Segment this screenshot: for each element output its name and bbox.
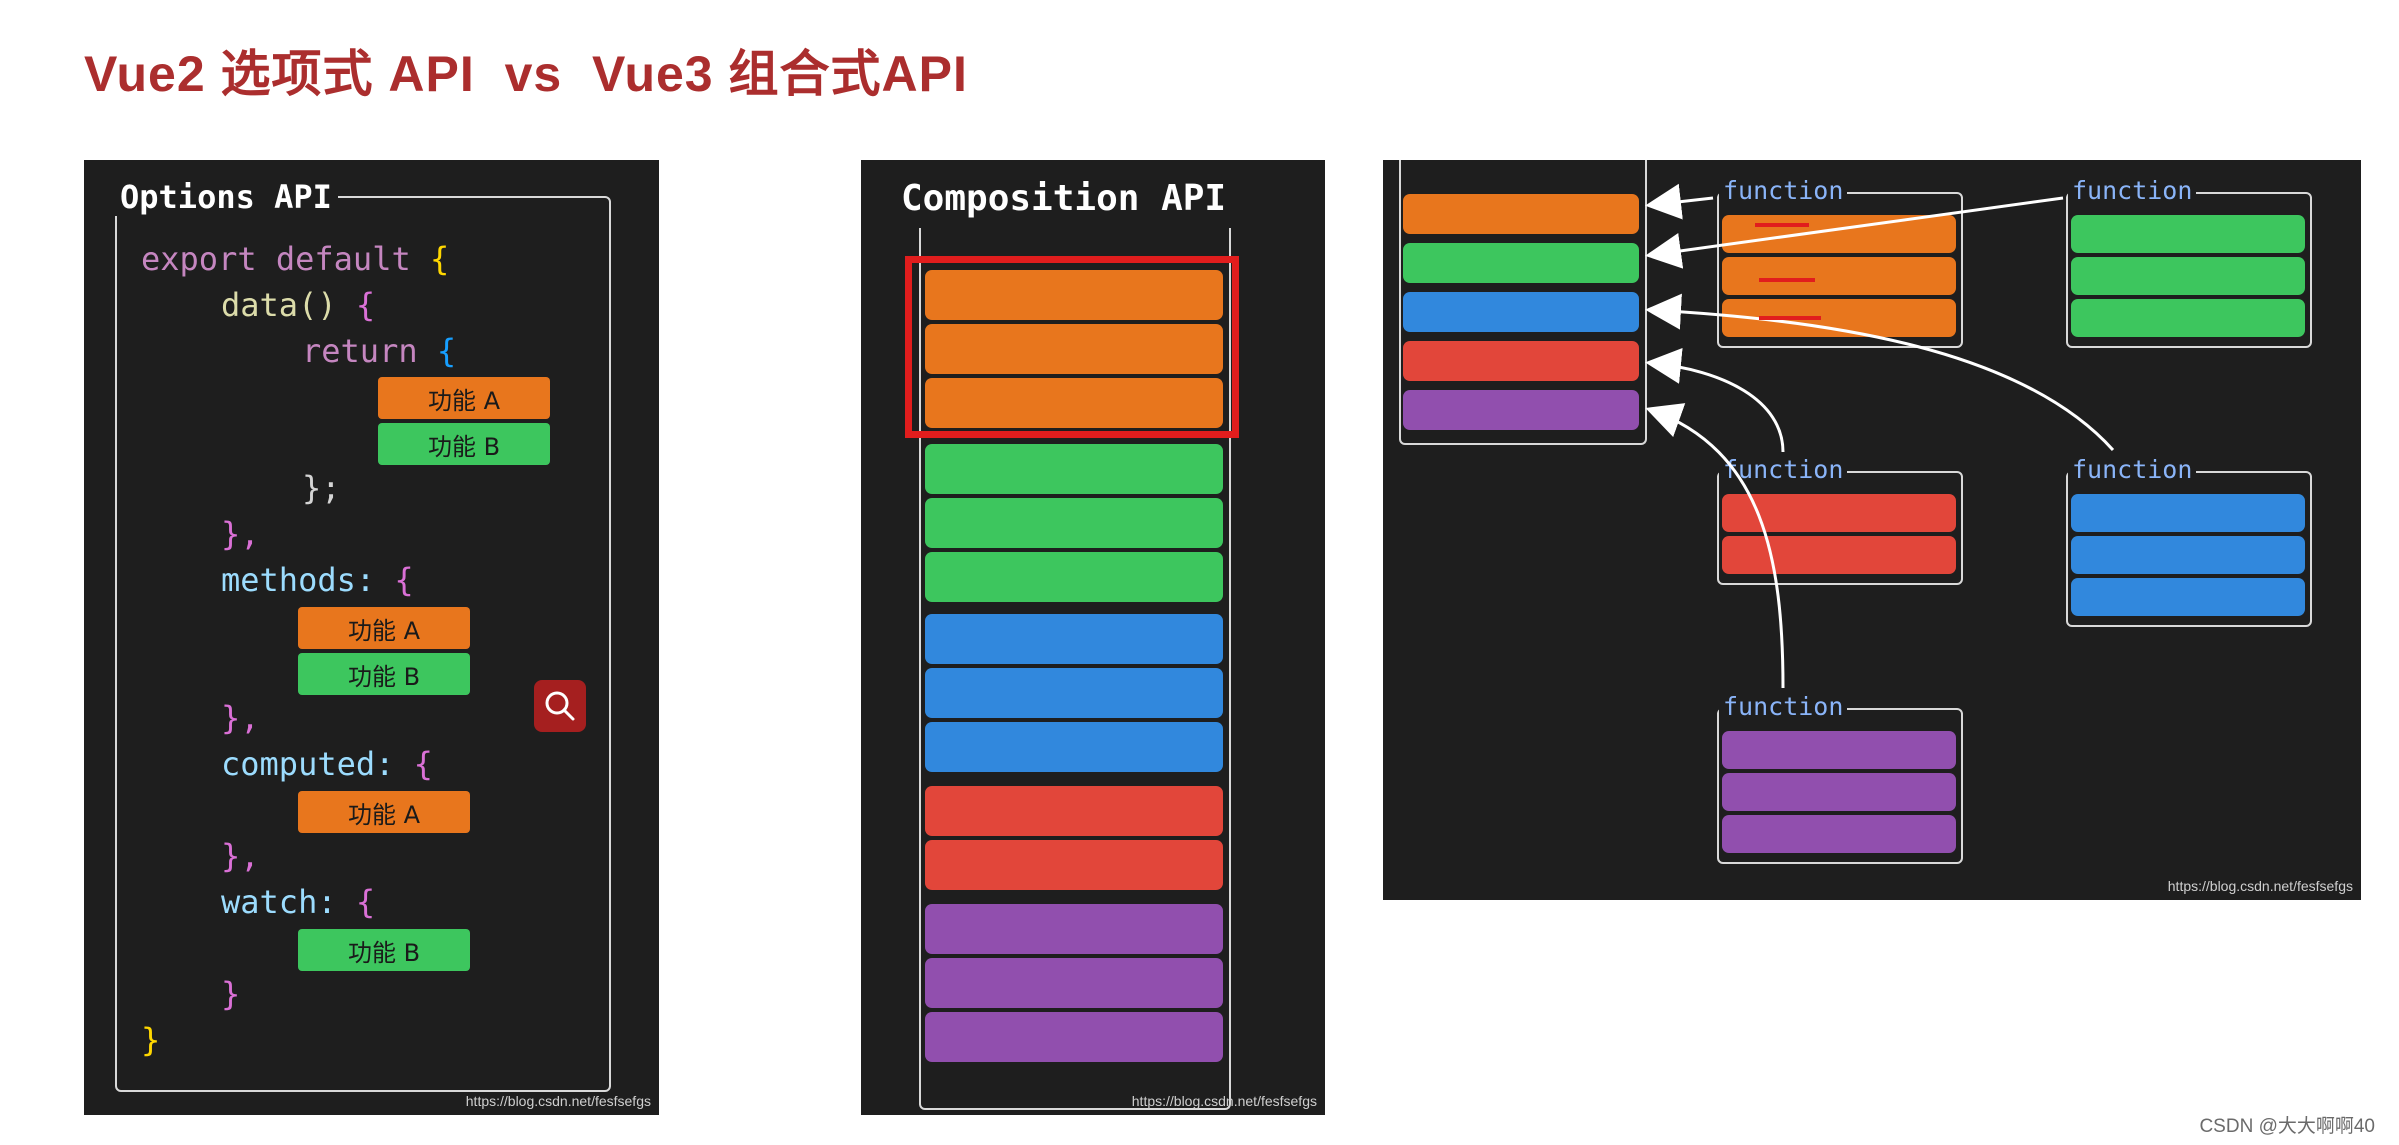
computed-key: computed: (221, 745, 395, 783)
code-line-methods: methods: { (221, 561, 414, 599)
comp-bar-green-2 (925, 498, 1223, 548)
fn-orange-bar-2 (1722, 257, 1956, 295)
options-frame (115, 196, 611, 1092)
comp-bar-blue-2 (925, 668, 1223, 718)
col-bar-purple (1403, 390, 1639, 430)
comp-bar-red-2 (925, 840, 1223, 890)
chip-methods-feature-a: 功能 A (298, 607, 470, 649)
fn-blue-bar-2 (2071, 536, 2305, 574)
code-close-return: }; (302, 469, 341, 507)
arrow-orange (1645, 183, 1714, 220)
composition-api-panel: Composition API https://blog.csdn.net/fe… (861, 160, 1325, 1115)
search-icon (545, 691, 575, 721)
function-label-green: function (2068, 176, 2197, 205)
options-watermark: https://blog.csdn.net/fesfsefgs (465, 1093, 651, 1109)
options-api-label: Options API (114, 178, 338, 216)
fn-purple-bar-3 (1722, 815, 1956, 853)
comp-bar-green-1 (925, 444, 1223, 494)
composition-column-frame (919, 228, 1231, 1110)
fn-orange-bar-1 (1722, 215, 1956, 253)
code-close-watch: } (221, 975, 241, 1013)
col-bar-red (1403, 341, 1639, 381)
fn-green-bar-3 (2071, 299, 2305, 337)
function-arrows (1645, 183, 2115, 689)
comp-bar-purple-2 (925, 958, 1223, 1008)
col-bar-blue (1403, 292, 1639, 332)
fn-blue-bar-3 (2071, 578, 2305, 616)
code-close-computed: }, (221, 837, 260, 875)
comp-bar-purple-1 (925, 904, 1223, 954)
code-close-methods: }, (221, 699, 260, 737)
comp-bar-blue-1 (925, 614, 1223, 664)
composition-api-label: Composition API (901, 178, 1227, 219)
fn-green-bar-2 (2071, 257, 2305, 295)
search-button[interactable] (534, 680, 586, 732)
chip-computed-feature-a: 功能 A (298, 791, 470, 833)
col-bar-orange (1403, 194, 1639, 234)
methods-key: methods: (221, 561, 376, 599)
page-title: Vue2 选项式 API vs Vue3 组合式API (84, 46, 968, 102)
arrow-blue (1645, 293, 2115, 452)
export-default-keyword: export default (141, 240, 411, 278)
comp-bar-orange-1 (925, 270, 1223, 320)
fn-purple-bar-1 (1722, 731, 1956, 769)
comp-bar-green-3 (925, 552, 1223, 602)
code-close-data: }, (221, 515, 260, 553)
return-keyword: return (302, 332, 418, 370)
composition-watermark: https://blog.csdn.net/fesfsefgs (1131, 1093, 1317, 1109)
fn-purple-bar-2 (1722, 773, 1956, 811)
chip-data-feature-a: 功能 A (378, 377, 550, 419)
arrow-red (1645, 347, 1785, 453)
code-line-export: export default { (141, 240, 450, 278)
code-line-return: return { (302, 332, 457, 370)
code-line-computed: computed: { (221, 745, 433, 783)
col-bar-green (1403, 243, 1639, 283)
comp-bar-orange-2 (925, 324, 1223, 374)
functions-panel: function function function function func… (1383, 160, 2361, 900)
data-function: data() (221, 286, 337, 324)
comp-bar-blue-3 (925, 722, 1223, 772)
chip-methods-feature-b: 功能 B (298, 653, 470, 695)
highlight-box (905, 256, 1239, 438)
functions-watermark: https://blog.csdn.net/fesfsefgs (2167, 878, 2353, 894)
watch-key: watch: (221, 883, 337, 921)
comp-bar-purple-3 (925, 1012, 1223, 1062)
function-label-red: function (1719, 455, 1848, 484)
function-label-orange: function (1719, 176, 1848, 205)
function-label-blue: function (2068, 455, 2197, 484)
fn-red-bar-2 (1722, 536, 1956, 574)
code-close-all: } (141, 1021, 161, 1059)
options-api-panel: Options API export default { data() { re… (84, 160, 659, 1115)
chip-watch-feature-b: 功能 B (298, 929, 470, 971)
csdn-footer: CSDN @大大啊啊40 (2199, 1116, 2375, 1137)
arrow-purple (1645, 403, 1785, 689)
code-line-watch: watch: { (221, 883, 376, 921)
comp-bar-orange-3 (925, 378, 1223, 428)
fn-blue-bar-1 (2071, 494, 2305, 532)
comp-bar-red-1 (925, 786, 1223, 836)
chip-data-feature-b: 功能 B (378, 423, 550, 465)
arrow-green (1645, 196, 2064, 269)
fn-green-bar-1 (2071, 215, 2305, 253)
function-label-purple: function (1719, 692, 1848, 721)
code-line-data: data() { (221, 286, 376, 324)
